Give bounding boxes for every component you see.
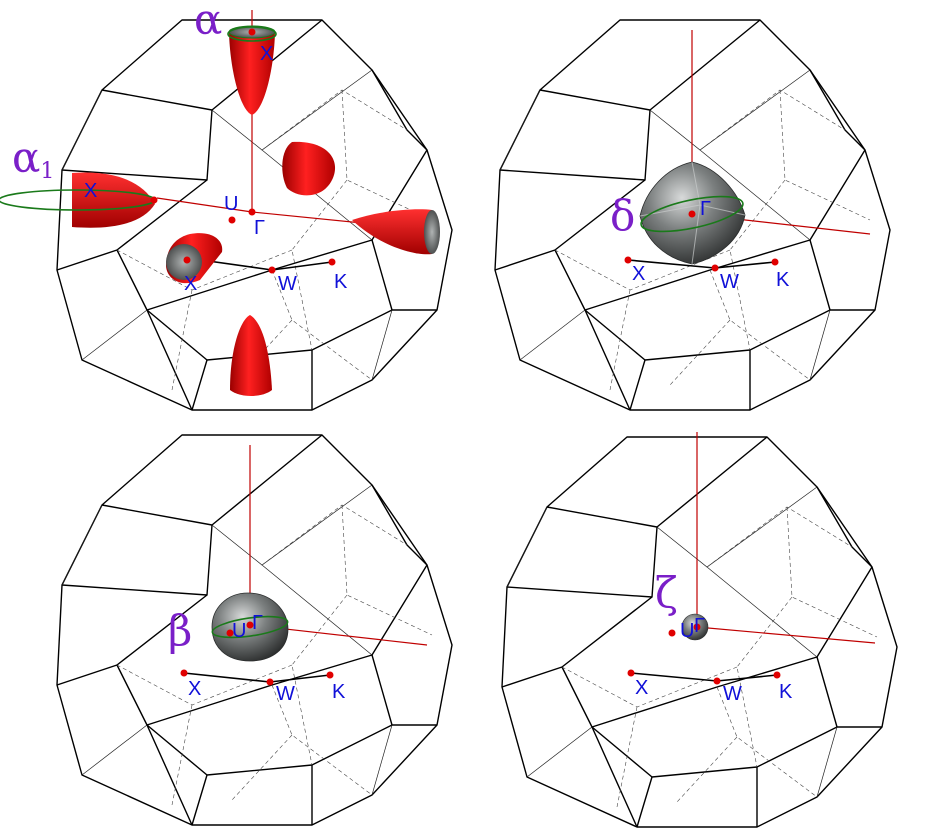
kpoint-w (266, 678, 274, 686)
label-w: W (723, 683, 742, 705)
kpoint-x (180, 669, 188, 677)
label-w: W (720, 271, 739, 293)
electron-pocket-upper-back (282, 141, 336, 196)
label-x: X (635, 677, 648, 699)
panel-beta: U Γ X W K β (56, 434, 453, 826)
label-w: W (276, 683, 295, 705)
electron-pocket-bottom (230, 315, 272, 396)
kpoint-x-left (150, 196, 158, 204)
kpoint-x (627, 669, 635, 677)
kx-axis (156, 197, 253, 213)
electron-pocket-left (72, 172, 155, 228)
kpoint-k (328, 258, 336, 266)
kpoint-gamma (693, 623, 701, 631)
label-u: U (680, 620, 694, 642)
orbit-alpha (227, 26, 277, 42)
kpoint-x-top (248, 28, 256, 36)
label-k: K (779, 681, 793, 703)
ky-axis (696, 626, 876, 644)
kpoint-w (713, 677, 721, 685)
sheet-label-alpha1: α1 (12, 133, 54, 184)
label-x: X (632, 263, 645, 285)
electron-pocket-right (352, 209, 440, 255)
label-gamma: Γ (254, 217, 265, 239)
panel-zeta: U Γ X W K ζ (501, 432, 898, 828)
kpoint-k (326, 671, 334, 679)
label-k: K (334, 271, 348, 293)
kpoint-gamma (246, 621, 254, 629)
orbit-beta (211, 615, 289, 639)
panel-alpha: X X U Γ X W K α α1 (0, 0, 453, 411)
orbit-delta (640, 195, 744, 233)
kpoint-k (773, 671, 781, 679)
kpoint-gamma (688, 210, 696, 218)
panel-delta: Γ X W K δ (494, 19, 891, 411)
label-x-front: X (184, 273, 197, 295)
kpoint-w (711, 264, 719, 272)
label-k: K (776, 269, 790, 291)
label-x-left: X (84, 180, 97, 202)
sheet-label-delta: δ (610, 191, 635, 240)
label-k: K (332, 681, 346, 703)
kpoint-gamma (248, 208, 256, 216)
sheet-label-zeta: ζ (655, 568, 678, 617)
label-gamma: Γ (694, 615, 705, 637)
sheet-label-beta: β (168, 606, 192, 655)
label-u: U (232, 620, 246, 642)
label-x: X (188, 678, 201, 700)
label-x-top: X (260, 43, 273, 65)
kpoint-u (226, 629, 234, 637)
path-x-w-k (630, 672, 778, 682)
kpoint-w (268, 266, 276, 274)
kpoint-u (668, 629, 676, 637)
electron-pocket-front (166, 233, 223, 284)
kpoint-x-front (183, 256, 191, 264)
label-gamma: Γ (700, 198, 711, 220)
label-gamma: Γ (252, 612, 263, 634)
kpoint-u (228, 216, 236, 224)
label-u: U (224, 193, 238, 215)
kpoint-x (624, 256, 632, 264)
label-w: W (278, 273, 297, 295)
sheet-label-alpha: α (194, 0, 222, 44)
kpoint-k (771, 258, 779, 266)
